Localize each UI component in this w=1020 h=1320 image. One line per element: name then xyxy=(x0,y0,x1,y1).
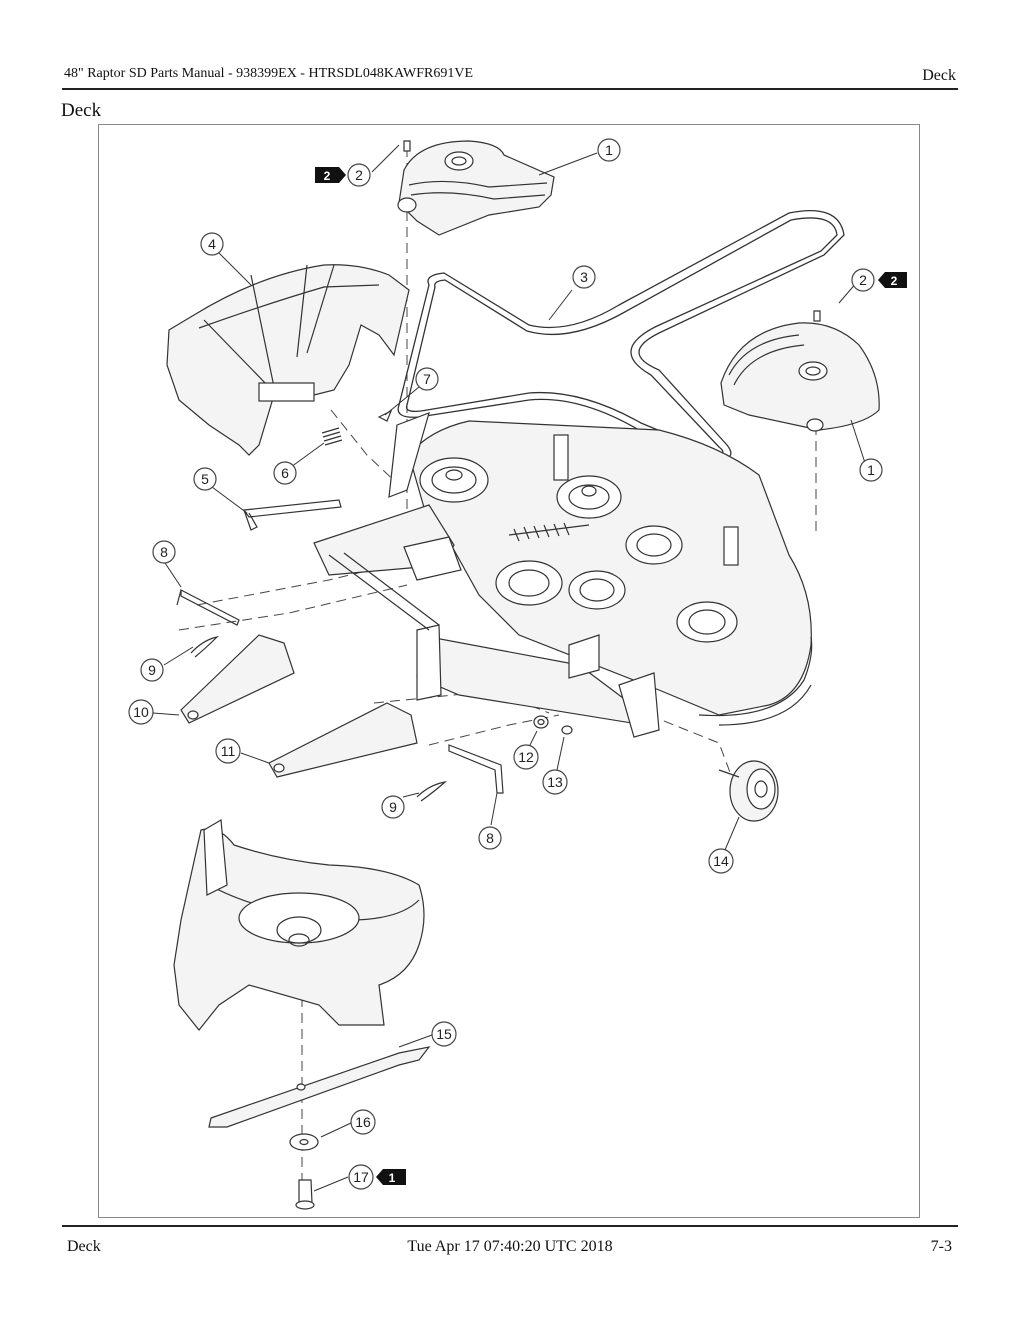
callout-2b: 2 xyxy=(851,268,875,292)
deflector-spring xyxy=(321,427,343,446)
gauge-wheel xyxy=(718,760,779,822)
lock-nut xyxy=(533,715,549,729)
svg-text:9: 9 xyxy=(148,662,156,678)
hinge-rod-lower xyxy=(448,744,504,794)
svg-text:15: 15 xyxy=(436,1026,452,1042)
svg-text:16: 16 xyxy=(355,1114,371,1130)
callout-8b: 8 xyxy=(478,826,502,850)
ref-tag-1: 1 xyxy=(376,1169,406,1185)
ref-tag-2-left: 2 xyxy=(315,167,346,183)
svg-text:7: 7 xyxy=(423,371,431,387)
callout-1b: 1 xyxy=(859,458,883,482)
callout-6: 6 xyxy=(273,461,297,485)
svg-text:8: 8 xyxy=(486,830,494,846)
svg-text:1: 1 xyxy=(867,462,875,478)
blade-washer xyxy=(289,1133,319,1151)
hairpin-lower xyxy=(416,781,447,802)
callout-10: 10 xyxy=(128,699,154,725)
callout-15: 15 xyxy=(431,1021,457,1047)
callout-9b: 9 xyxy=(381,795,405,819)
front-link-arm xyxy=(180,634,295,724)
deck-assembly xyxy=(388,412,813,726)
svg-text:5: 5 xyxy=(201,471,209,487)
callout-14: 14 xyxy=(708,848,734,874)
svg-text:4: 4 xyxy=(208,236,216,252)
svg-text:1: 1 xyxy=(605,142,613,158)
exploded-diagram-frame: 1 1 2 2 3 4 5 6 7 8 8 9 9 10 11 12 13 xyxy=(98,124,920,1218)
belt-cover-left xyxy=(397,140,555,236)
header-section: Deck xyxy=(922,67,956,84)
svg-text:9: 9 xyxy=(389,799,397,815)
callout-11: 11 xyxy=(215,738,241,764)
ref-tag-2-right: 2 xyxy=(878,272,907,288)
svg-text:13: 13 xyxy=(547,774,563,790)
svg-text:11: 11 xyxy=(221,743,236,759)
svg-text:17: 17 xyxy=(353,1169,369,1185)
callout-4: 4 xyxy=(200,232,224,256)
svg-text:3: 3 xyxy=(580,269,588,285)
deflector-rod xyxy=(242,499,342,531)
cotter-pin xyxy=(377,409,393,422)
callout-2a: 2 xyxy=(347,163,371,187)
page-number: 7-3 xyxy=(930,1238,952,1255)
svg-text:14: 14 xyxy=(713,853,729,869)
footer-section: Deck xyxy=(67,1238,101,1255)
spindle-housing xyxy=(173,819,425,1031)
section-title: Deck xyxy=(61,100,102,121)
footer-rule xyxy=(62,1225,958,1227)
svg-text:2: 2 xyxy=(891,274,898,288)
leader-lines xyxy=(152,144,868,1192)
hairpin-upper xyxy=(190,635,219,658)
callout-13: 13 xyxy=(542,769,568,795)
callout-8a: 8 xyxy=(152,540,176,564)
front-frame xyxy=(313,504,660,738)
cover-screw-left xyxy=(403,140,411,152)
blade-bolt xyxy=(295,1179,315,1210)
manual-title: 48" Raptor SD Parts Manual - 938399EX - … xyxy=(64,66,474,81)
header-rule xyxy=(62,88,958,90)
rear-link-arm xyxy=(268,702,418,778)
drive-belt xyxy=(397,209,845,461)
deck-exploded-view: 1 1 2 2 3 4 5 6 7 8 8 9 9 10 11 12 13 xyxy=(128,138,907,1210)
discharge-deflector xyxy=(166,264,410,456)
callout-5: 5 xyxy=(193,467,217,491)
hinge-rod-upper xyxy=(176,589,240,626)
callout-17: 17 xyxy=(348,1164,374,1190)
svg-text:10: 10 xyxy=(133,704,149,720)
footer-timestamp: Tue Apr 17 07:40:20 UTC 2018 xyxy=(407,1238,613,1255)
svg-text:8: 8 xyxy=(160,544,168,560)
svg-text:2: 2 xyxy=(859,272,867,288)
flat-washer xyxy=(561,725,573,735)
callout-16: 16 xyxy=(350,1109,376,1135)
callout-12: 12 xyxy=(513,744,539,770)
callout-3: 3 xyxy=(572,265,596,289)
callout-1a: 1 xyxy=(597,138,621,162)
svg-text:1: 1 xyxy=(389,1171,396,1185)
callout-7: 7 xyxy=(415,367,439,391)
mower-blade xyxy=(208,1046,431,1128)
svg-text:6: 6 xyxy=(281,465,289,481)
svg-text:2: 2 xyxy=(324,169,331,183)
callout-9a: 9 xyxy=(140,658,164,682)
svg-text:12: 12 xyxy=(518,749,534,765)
svg-text:2: 2 xyxy=(355,167,363,183)
cover-screw-right xyxy=(813,310,821,322)
belt-cover-right xyxy=(720,322,880,432)
